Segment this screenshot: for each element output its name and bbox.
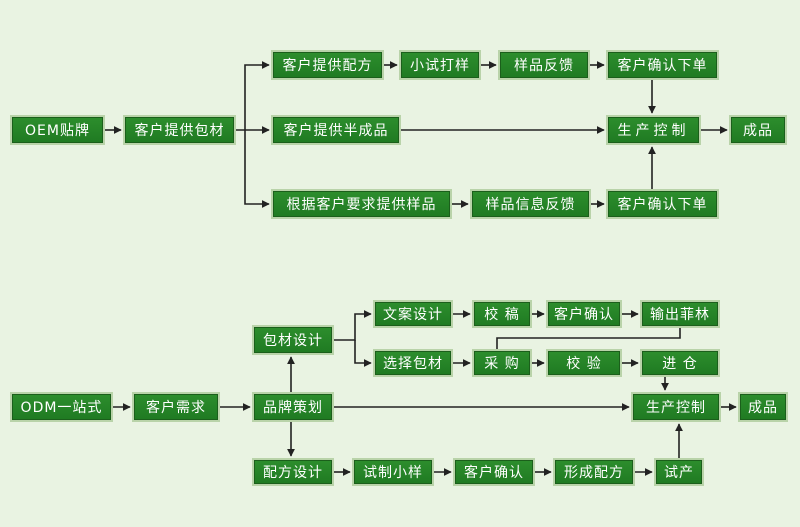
connector-arrow <box>496 328 681 349</box>
oem-formula-node: 客户提供配方 <box>271 50 384 80</box>
connector-arrow <box>354 340 372 367</box>
oem-finished-node: 成品 <box>729 115 787 145</box>
odm-select-material-node: 选择包材 <box>373 349 453 377</box>
odm-inspect-node: 校 验 <box>546 349 622 377</box>
odm-formula-design-node: 配方设计 <box>252 458 334 486</box>
oem-production-node: 生产控制 <box>606 115 701 145</box>
oem-sample-feedback-node: 样品反馈 <box>498 50 590 80</box>
connector-arrow <box>244 130 270 208</box>
odm-start-node: ODM一站式 <box>10 392 113 422</box>
odm-purchase-node: 采 购 <box>472 349 532 377</box>
odm-packaging-design-node: 包材设计 <box>252 325 334 355</box>
oem-sample-request-node: 根据客户要求提供样品 <box>271 189 452 219</box>
connector-arrow <box>334 310 372 341</box>
odm-output-film-node: 输出菲林 <box>640 300 720 328</box>
oem-semi-finished-node: 客户提供半成品 <box>271 115 401 145</box>
odm-trial-production-node: 试产 <box>654 458 704 486</box>
odm-copy-confirm-node: 客户确认 <box>546 300 622 328</box>
oem-confirm-order-node-bottom: 客户确认下单 <box>606 189 719 219</box>
connector-arrow <box>244 61 270 130</box>
oem-sample-info-feedback-node: 样品信息反馈 <box>470 189 591 219</box>
odm-formula-formed-node: 形成配方 <box>553 458 635 486</box>
odm-trial-sample-node: 试制小样 <box>352 458 434 486</box>
oem-confirm-order-node-top: 客户确认下单 <box>606 50 719 80</box>
oem-trial-sample-node: 小试打样 <box>399 50 481 80</box>
odm-formula-confirm-node: 客户确认 <box>453 458 535 486</box>
odm-copy-design-node: 文案设计 <box>373 300 453 328</box>
oem-start-node: OEM贴牌 <box>10 115 105 145</box>
odm-proofread-node: 校 稿 <box>472 300 532 328</box>
odm-finished-node: 成品 <box>738 392 788 422</box>
odm-demand-node: 客户需求 <box>132 392 220 422</box>
odm-planning-node: 品牌策划 <box>252 392 334 422</box>
odm-production-node: 生产控制 <box>631 392 721 422</box>
oem-package-node: 客户提供包材 <box>123 115 236 145</box>
odm-warehouse-node: 进 仓 <box>640 349 720 377</box>
